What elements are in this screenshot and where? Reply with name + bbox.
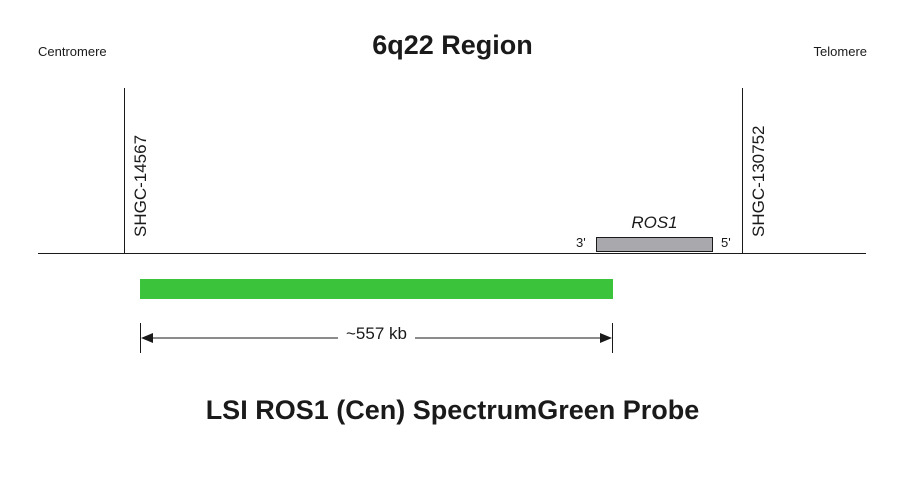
marker-right-line (742, 88, 743, 253)
gene-box (596, 237, 713, 252)
diagram-title: 6q22 Region (372, 30, 533, 60)
probe-bar (140, 279, 613, 299)
gene-3-prime-label: 3' (576, 235, 586, 250)
gene-name: ROS1 (631, 213, 678, 232)
chromosome-line (38, 253, 866, 254)
probe-caption: LSI ROS1 (Cen) SpectrumGreen Probe (205, 395, 700, 425)
telomere-label: Telomere (813, 44, 867, 59)
marker-left-line (124, 88, 125, 253)
marker-left-label: SHGC-14567 (131, 134, 150, 237)
probe-size-label: ~557 kb (140, 324, 613, 344)
marker-right-label: SHGC-130752 (749, 125, 768, 237)
gene-5-prime-label: 5' (721, 235, 731, 250)
probe-size-text: ~557 kb (338, 324, 415, 343)
centromere-label: Centromere (38, 44, 107, 59)
